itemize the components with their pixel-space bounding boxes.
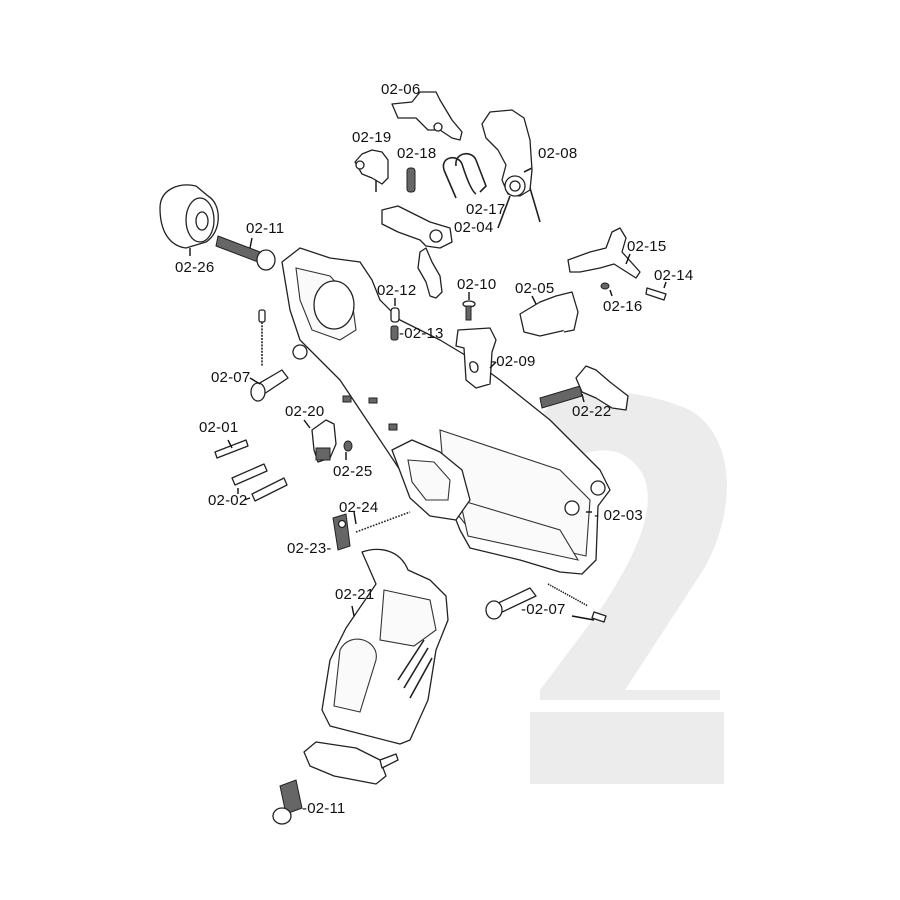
label-02-06: 02-06 [381,81,421,98]
part-02-07-takedown-pin-icon [249,309,289,402]
watermark-2-glyph [530,391,727,784]
part-02-08-hammer-icon [481,109,541,229]
part-02-20-selector-lever-icon [303,419,337,463]
label-02-18: 02-18 [397,145,437,162]
part-02-16-detent-icon [600,282,613,297]
part-02-15-bolt-catch-icon [567,227,641,279]
label-02-16: 02-16 [603,298,643,315]
part-02-03-lower-receiver-icon [281,247,611,575]
part-02-09-sear-block-icon [455,327,497,389]
label-02-04: 02-04 [454,219,494,236]
label-02-10: 02-10 [457,276,497,293]
part-02-22-magazine-release-icon [539,365,629,411]
label-02-19: 02-19 [352,129,392,146]
part-02-06-disconnector-icon [391,91,463,141]
label-02-01: 02-01 [199,419,239,436]
part-grip-base-plate-icon [303,741,399,785]
label-02-07-top: 02-07 [211,369,251,386]
label-02-21: 02-21 [335,586,375,603]
label-02-24: 02-24 [339,499,379,516]
label-02-03: - 02-03 [594,507,643,524]
label-02-13: -02-13 [399,325,444,342]
part-02-21-pistol-grip-icon [321,548,449,745]
label-02-15: 02-15 [627,238,667,255]
part-02-17-trigger-spring-icon [442,153,487,199]
label-02-07-bottom: -02-07 [521,601,566,618]
part-02-02-pins-icon [231,463,288,502]
label-02-22: 02-22 [572,403,612,420]
part-02-24-spring-icon [353,511,411,533]
part-02-18-spring-icon [406,167,416,193]
label-02-23: 02-23- [287,540,332,557]
part-02-11-grip-screw-icon [272,779,303,825]
part-02-11-screw-icon [215,235,276,271]
part-02-25-set-screw-icon [343,440,353,460]
label-02-20: 02-20 [285,403,325,420]
part-02-10-screw-icon [462,292,476,321]
label-02-17: 02-17 [466,201,506,218]
label-02-26: 02-26 [175,259,215,276]
part-02-13-spring-icon [390,325,399,341]
label-02-09: -02-09 [491,353,536,370]
part-02-14-roll-pin-icon [645,281,667,301]
part-02-01-pin-icon [214,439,249,459]
label-02-11-top: 02-11 [246,220,285,237]
part-02-23-catch-block-icon [332,513,351,551]
label-02-02: 02-02 [208,492,248,509]
label-02-12: 02-12 [377,282,417,299]
label-02-08: 02-08 [538,145,578,162]
part-02-19-selector-detent-icon [354,149,389,192]
part-02-04-trigger-icon [381,205,453,299]
label-02-14: 02-14 [654,267,694,284]
part-02-12-pin-icon [390,298,400,323]
label-02-05: 02-05 [515,280,555,297]
label-02-11-bottom: -02-11 [302,800,346,817]
part-02-26-buffer-tube-nut-icon [159,184,219,256]
part-02-07-pivot-pin-icon [485,583,607,623]
part-02-05-safety-selector-icon [519,291,579,337]
label-02-25: 02-25 [333,463,373,480]
